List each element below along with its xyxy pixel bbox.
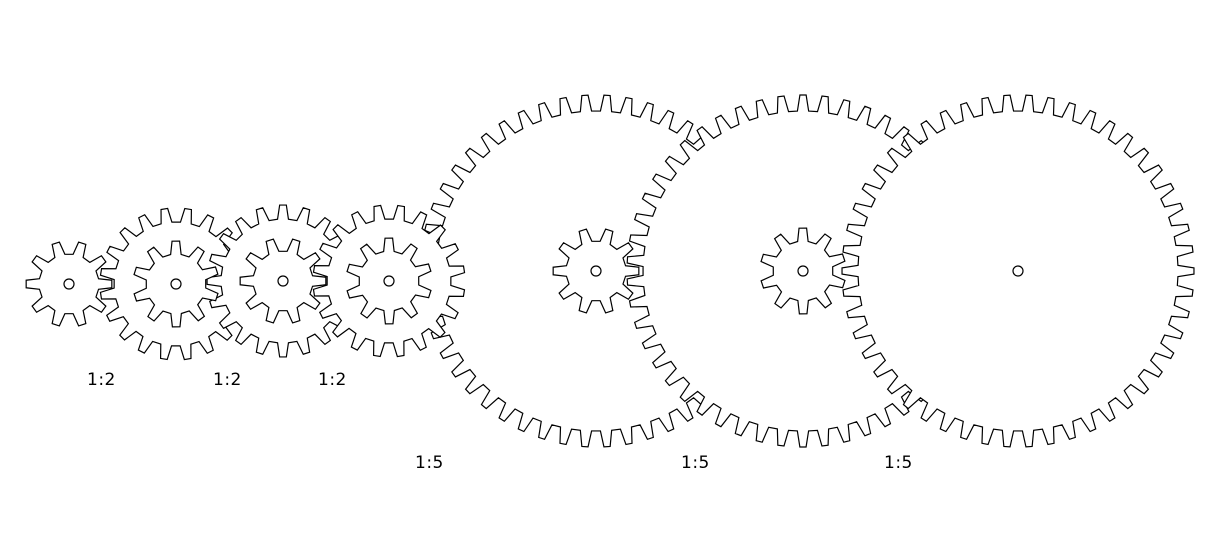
output-axle-hole bbox=[1012, 265, 1024, 277]
stage-4-axle-hole bbox=[590, 265, 602, 277]
ratio-label-stage-1: 1:2 bbox=[87, 370, 116, 390]
ratio-label-stage-6: 1:5 bbox=[884, 453, 913, 473]
ratio-label-stage-2: 1:2 bbox=[213, 370, 242, 390]
ratio-label-stage-5: 1:5 bbox=[681, 453, 710, 473]
input-axle-hole bbox=[63, 278, 75, 290]
stage-5-axle-hole bbox=[797, 265, 809, 277]
stage-3-axle-hole bbox=[383, 275, 395, 287]
ratio-label-stage-4: 1:5 bbox=[415, 453, 444, 473]
ratio-label-stage-3: 1:2 bbox=[318, 370, 347, 390]
stage-1-axle-hole bbox=[170, 278, 182, 290]
stage-2-axle-hole bbox=[277, 275, 289, 287]
